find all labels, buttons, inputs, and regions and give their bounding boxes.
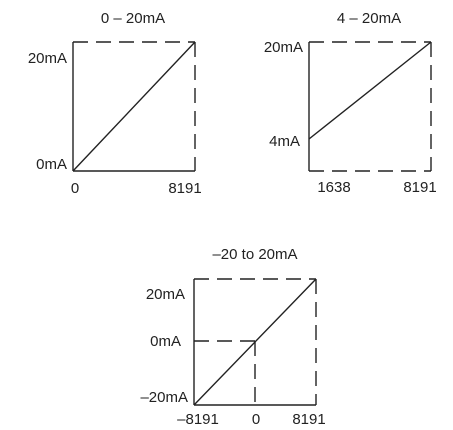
diagram-neg20-20ma-x-left-label: –8191 — [177, 411, 219, 428]
diagram-neg20-20ma-transfer-line — [193, 278, 317, 406]
diagram-4-20ma-title: 4 – 20mA — [337, 10, 401, 27]
diagram-4-20ma: 4 – 20mA 20mA 4mA 1638 8191 — [264, 10, 437, 196]
diagram-neg20-20ma-y-bottom-label: –20mA — [140, 389, 188, 406]
diagram-4-20ma-y-bottom-label: 4mA — [269, 133, 300, 150]
diagram-4-20ma-x-right-label: 8191 — [403, 179, 436, 196]
diagram-neg20-20ma-x-mid-label: 0 — [252, 411, 260, 428]
diagram-4-20ma-transfer-line — [308, 41, 432, 140]
diagram-0-20ma-y-bottom-label: 0mA — [36, 156, 67, 173]
diagram-4-20ma-y-top-label: 20mA — [264, 39, 303, 56]
diagram-neg20-20ma: –20 to 20mA 20mA 0mA –20mA –8191 0 8191 — [140, 246, 325, 428]
diagram-0-20ma-y-top-label: 20mA — [28, 50, 67, 67]
diagram-0-20ma: 0 – 20mA 20mA 0mA 0 8191 — [28, 10, 202, 197]
diagram-neg20-20ma-y-top-label: 20mA — [146, 286, 185, 303]
diagram-0-20ma-x-right-label: 8191 — [168, 180, 201, 197]
diagram-0-20ma-title: 0 – 20mA — [101, 10, 165, 27]
diagram-0-20ma-transfer-line — [72, 41, 196, 172]
diagram-neg20-20ma-x-right-label: 8191 — [292, 411, 325, 428]
diagram-4-20ma-x-left-label: 1638 — [317, 179, 350, 196]
diagram-neg20-20ma-y-mid-label: 0mA — [150, 333, 181, 350]
diagram-neg20-20ma-title: –20 to 20mA — [212, 246, 297, 263]
diagram-0-20ma-x-left-label: 0 — [71, 180, 79, 197]
